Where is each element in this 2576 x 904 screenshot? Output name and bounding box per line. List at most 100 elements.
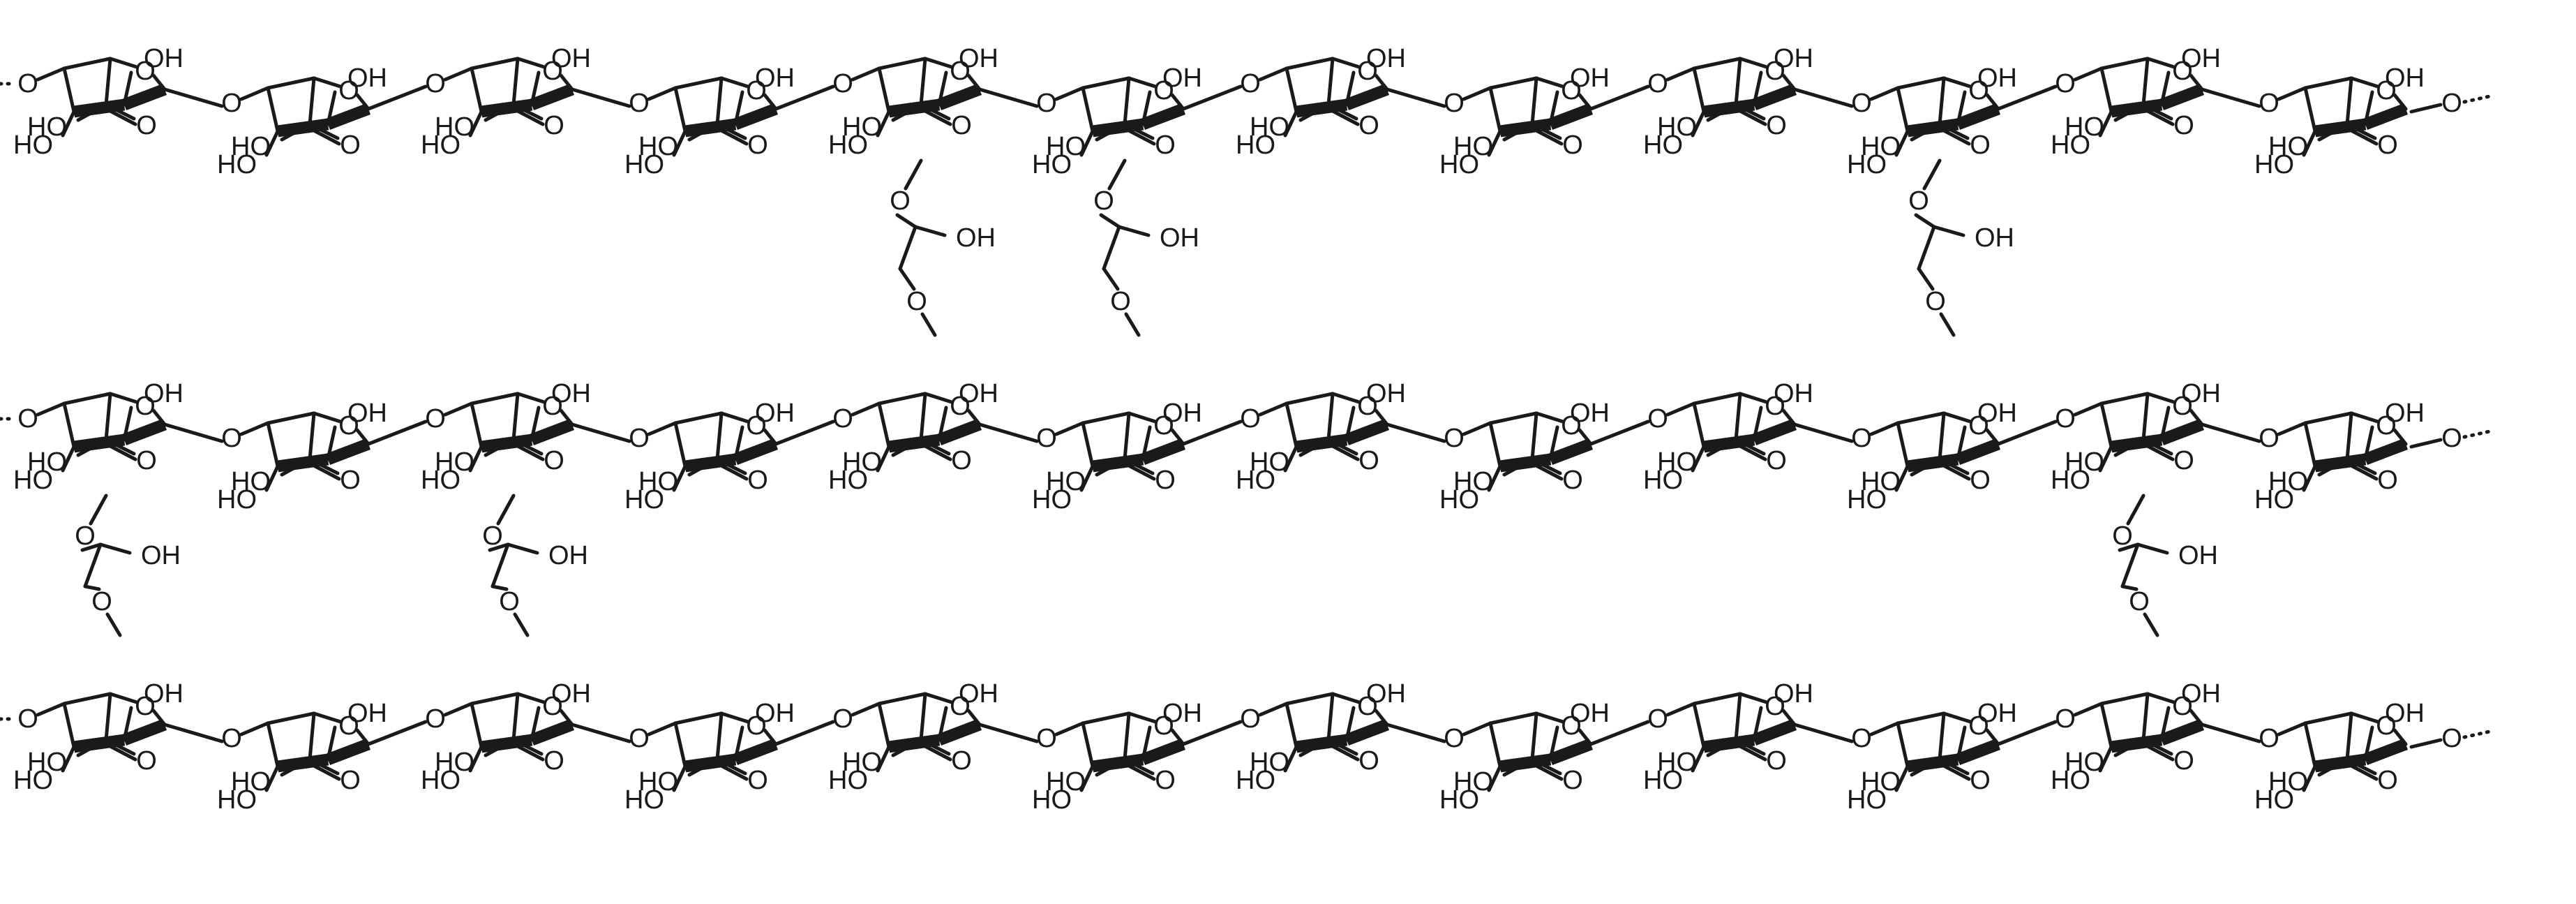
residue-0-1-wedge <box>325 103 371 130</box>
residue-1-2-ring-oxygen: O <box>542 392 563 421</box>
residue-2-0-bond <box>108 692 139 704</box>
residue-0-0-bond <box>107 108 137 126</box>
residue-0-6-bond <box>1258 66 1289 82</box>
residue-2-10-bond <box>2099 702 2113 749</box>
residue-2-5-bond <box>1079 764 1095 792</box>
residue-1-3-bond <box>715 411 724 461</box>
residue-1-7-bond <box>1488 411 1538 425</box>
residue-0-7-bond <box>1502 122 1534 142</box>
residue-1-10-carboxyl-oxygen: O <box>2173 446 2194 475</box>
residue-2-4-glycosidic-oxygen: O <box>832 704 853 734</box>
residue-0-11-carboxyl-oxygen: O <box>2377 131 2398 160</box>
crosslink-2-bond <box>1917 225 1936 271</box>
residue-1-0-bond <box>62 392 112 406</box>
residue-0-5-ring-oxygen: O <box>1153 76 1174 105</box>
residue-1-7-carboxyl-hydroxyl: HO <box>1453 467 1493 496</box>
residue-1-3-wedge <box>733 438 779 465</box>
residue-0-10-hydroxyl: HO <box>2051 131 2090 160</box>
residue-2-10-bond <box>2144 743 2175 762</box>
row-2-chain-end-oxygen: O <box>2441 724 2462 753</box>
residue-1-6-bond <box>1298 438 1331 457</box>
row-0-linkage <box>366 84 428 111</box>
row-1-linkage <box>2200 422 2261 443</box>
residue-0-2-carboxyl-oxygen: O <box>544 111 564 140</box>
residue-0-4-bond <box>923 57 954 69</box>
residue-0-9-hydroxyl: OH <box>1977 64 2017 93</box>
residue-0-7-bond <box>1530 122 1562 140</box>
residue-0-3-wedge <box>733 103 779 130</box>
residue-0-4-glycosidic-oxygen: O <box>832 69 853 98</box>
residue-0-8-hydroxyl: OH <box>1774 44 1813 73</box>
residue-2-7-bond <box>1488 711 1538 725</box>
residue-0-3-bond <box>647 86 677 101</box>
residue-2-1-bond <box>308 757 340 776</box>
residue-0-1-bond <box>280 122 312 142</box>
residue-0-6-bond <box>1329 108 1360 126</box>
residue-2-4-bond <box>891 738 923 757</box>
residue-1-0-carboxyl-oxygen: O <box>136 446 157 475</box>
residue-1-10-bond <box>2141 392 2150 442</box>
crosslink-3-bond <box>89 494 108 526</box>
residue-1-4-glycosidic-oxygen: O <box>832 404 853 434</box>
residue-0-11-bond <box>2317 122 2349 142</box>
residue-0-0-glycosidic-oxygen: O <box>17 69 38 98</box>
residue-0-1-carboxyl-hydroxyl: HO <box>231 132 271 161</box>
residue-1-10-bond <box>2113 438 2146 457</box>
residue-0-4-ring-oxygen: O <box>950 57 971 86</box>
residue-2-11-hydroxyl: OH <box>2385 699 2425 728</box>
residue-1-0-hydroxyl: HO <box>13 466 53 495</box>
residue-2-11-bond <box>2302 764 2317 792</box>
residue-0-5-hydroxyl: HO <box>1032 150 1072 179</box>
residue-1-5-carboxyl-hydroxyl: HO <box>1046 467 1086 496</box>
residue-1-10-bond <box>2073 401 2104 417</box>
crosslink-4-bond <box>513 612 530 637</box>
residue-0-2-bond <box>530 71 541 107</box>
residue-2-11-wedge <box>2362 739 2409 765</box>
crosslink-0-ester-oxygen: O <box>906 287 927 316</box>
residue-2-10-hydroxyl: HO <box>2051 766 2090 795</box>
residue-0-0-bond <box>62 57 112 71</box>
residue-1-2-bond <box>516 392 546 404</box>
residue-1-1-bond <box>280 457 312 477</box>
residue-1-8-bond <box>1692 392 1742 406</box>
residue-0-1-bond <box>308 76 316 126</box>
crosslink-1-bond <box>1099 213 1121 229</box>
residue-2-6-wedge <box>1344 719 1390 746</box>
residue-1-8-bond <box>1665 401 1696 417</box>
crosslink-0-hydroxyl: OH <box>956 223 996 253</box>
residue-0-8-glycosidic-oxygen: O <box>1647 69 1668 98</box>
residue-2-3-bond <box>719 711 750 724</box>
residue-2-5-bond <box>1081 721 1095 769</box>
residue-2-2-bond <box>470 702 484 749</box>
residue-1-5-bond <box>1141 425 1152 461</box>
residue-2-8-carboxyl-hydroxyl: HO <box>1657 748 1697 777</box>
residue-2-0-bond <box>107 743 137 762</box>
residue-0-9-ring-oxygen: O <box>1968 76 1989 105</box>
residue-2-8-carboxyl-oxygen: O <box>1766 746 1787 776</box>
residue-2-6-bond <box>1285 692 1335 706</box>
residue-0-10-bond <box>2146 57 2176 69</box>
residue-1-4-bond <box>876 445 891 473</box>
residue-1-3-bond <box>733 425 744 461</box>
residue-1-1-bond <box>266 421 280 468</box>
residue-1-2-carboxyl-oxygen: O <box>544 446 564 475</box>
crosslink-4-hydroxyl: OH <box>548 541 588 570</box>
residue-0-7-carboxyl-oxygen: O <box>1562 131 1583 160</box>
residue-2-2-carboxyl-oxygen: O <box>544 746 564 776</box>
residue-0-5-carboxyl-oxygen: O <box>1155 131 1176 160</box>
residue-1-0-glycosidic-oxygen: O <box>17 404 38 434</box>
residue-1-2-bond <box>470 401 484 449</box>
residue-2-7-bond <box>1462 721 1492 736</box>
residue-1-2-carboxyl-hydroxyl: HO <box>435 447 474 477</box>
residue-0-3-glycosidic-oxygen: O <box>629 89 650 118</box>
row-1-chain-end <box>2462 429 2492 439</box>
residue-1-4-bond <box>922 443 952 461</box>
residue-0-10-carboxyl-hydroxyl: HO <box>2065 112 2104 142</box>
residue-0-10-bond <box>2113 103 2146 122</box>
residue-2-6-carboxyl-oxygen: O <box>1358 746 1379 776</box>
row-0-linkage <box>1181 84 1243 111</box>
residue-2-4-bond <box>919 692 927 742</box>
residue-1-3-bond <box>647 421 677 436</box>
residue-0-8-bond <box>1706 103 1738 122</box>
